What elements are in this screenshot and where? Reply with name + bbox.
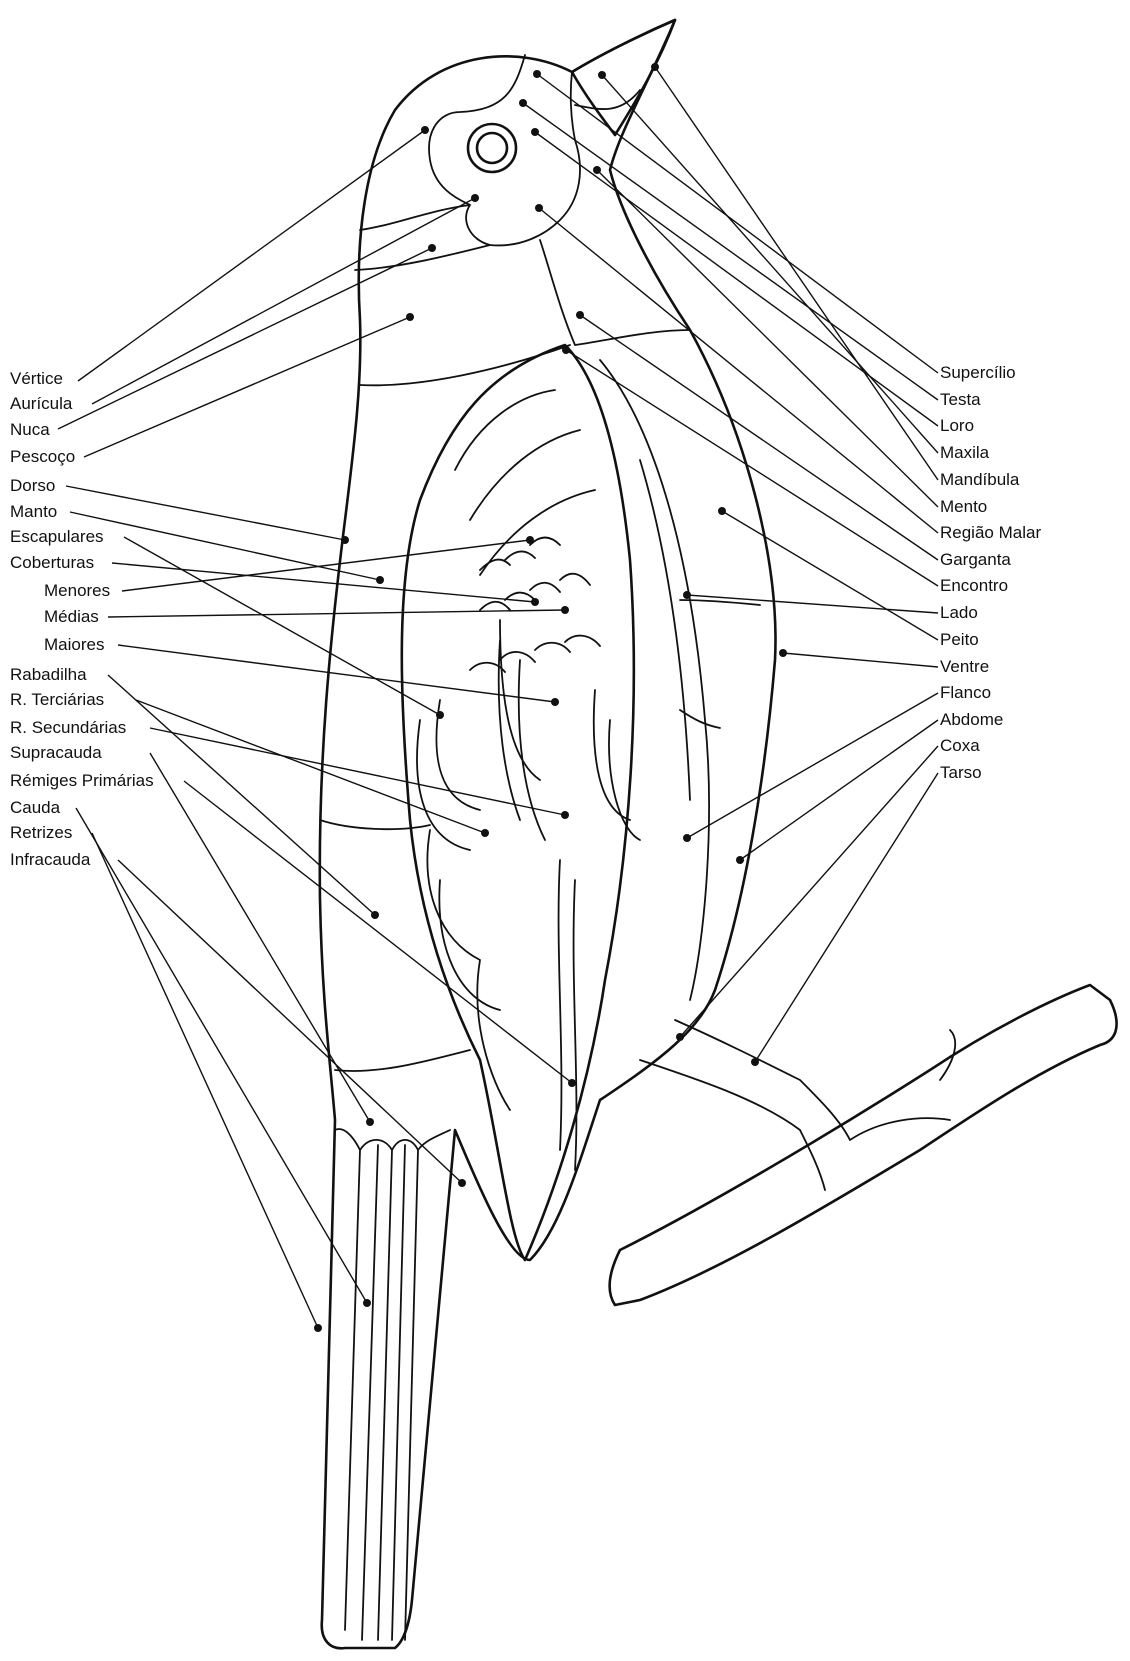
label-flanco: Flanco <box>940 683 991 703</box>
eye-ring <box>468 124 516 172</box>
label-dorso: Dorso <box>10 476 55 496</box>
label-menores: Menores <box>44 581 110 601</box>
label-infracauda: Infracauda <box>10 850 90 870</box>
label-maiores: Maiores <box>44 635 104 655</box>
flight-feathers <box>417 620 640 1170</box>
label-rabadilha: Rabadilha <box>10 665 87 685</box>
label-regiao-malar: Região Malar <box>940 523 1041 543</box>
label-r-secundarias: R. Secundárias <box>10 718 126 738</box>
label-retrizes: Retrizes <box>10 823 72 843</box>
label-auricula: Aurícula <box>10 394 72 414</box>
label-remiges-primarias: Rémiges Primárias <box>10 771 154 791</box>
label-encontro: Encontro <box>940 576 1008 596</box>
label-supracauda: Supracauda <box>10 743 102 763</box>
label-maxila: Maxila <box>940 443 989 463</box>
label-escapulares: Escapulares <box>10 527 104 547</box>
beak <box>572 20 675 135</box>
wing <box>402 345 634 1260</box>
label-peito: Peito <box>940 630 979 650</box>
label-r-terciarias: R. Terciárias <box>10 690 104 710</box>
label-medias: Médias <box>44 607 99 627</box>
label-garganta: Garganta <box>940 550 1011 570</box>
label-nuca: Nuca <box>10 420 50 440</box>
label-abdome: Abdome <box>940 710 1003 730</box>
label-coberturas: Coberturas <box>10 553 94 573</box>
body-side-lines <box>320 360 760 1071</box>
label-loro: Loro <box>940 416 974 436</box>
eye <box>477 133 507 163</box>
label-tarso: Tarso <box>940 763 982 783</box>
covert-scallops <box>455 390 600 672</box>
label-pescoco: Pescoço <box>10 447 75 467</box>
label-mandibula: Mandíbula <box>940 470 1019 490</box>
label-mento: Mento <box>940 497 987 517</box>
label-ventre: Ventre <box>940 657 989 677</box>
label-coxa: Coxa <box>940 736 980 756</box>
label-cauda: Cauda <box>10 798 60 818</box>
label-testa: Testa <box>940 390 981 410</box>
label-lado: Lado <box>940 603 978 623</box>
label-supercilio: Supercílio <box>940 363 1016 383</box>
label-vertice: Vértice <box>10 369 63 389</box>
legs <box>640 1020 955 1190</box>
label-manto: Manto <box>10 502 57 522</box>
